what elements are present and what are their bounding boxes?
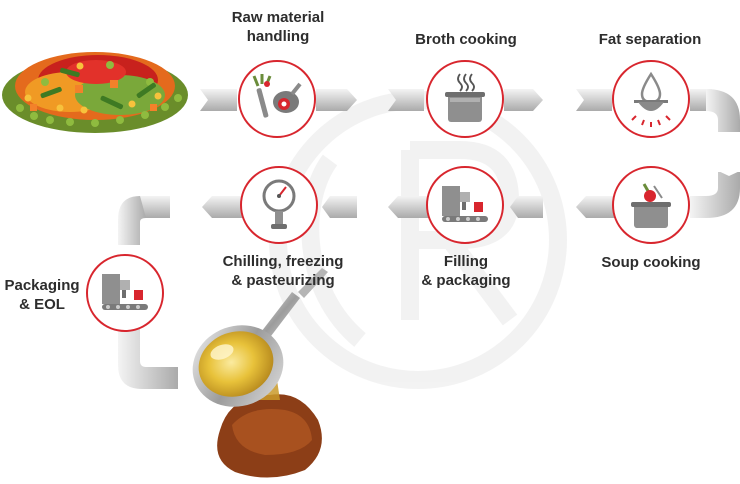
step-label-soup-cooking: Soup cooking (584, 253, 718, 272)
step-label-line: Filling (443, 253, 489, 270)
separator-droplet-icon (631, 71, 671, 127)
step-label-raw-material: Raw material handling (214, 8, 342, 46)
step-label-line: Raw material (231, 9, 325, 26)
step-label-line: & EOL (19, 296, 65, 313)
step-label-packaging-eol: Packaging & EOL (0, 276, 84, 314)
oil-ladle-photo (192, 268, 328, 478)
step-fat-separation-circle (612, 60, 690, 138)
meat-vegetable-icon (252, 74, 302, 118)
step-label-line: handling (246, 28, 310, 45)
arrows-row-1 (200, 89, 712, 111)
step-label-fat-separation: Fat separation (582, 30, 718, 49)
watermark-logo (269, 91, 567, 389)
step-label-chilling: Chilling, freezing & pasteurizing (206, 252, 360, 290)
step-label-line: & packaging (421, 272, 511, 289)
step-label-line: Broth cooking (415, 31, 517, 48)
step-chilling-circle (240, 166, 318, 244)
packaging-line-icon (102, 274, 148, 310)
step-packaging-eol-circle (86, 254, 164, 332)
step-raw-material-circle (238, 60, 316, 138)
step-label-line: Chilling, freezing (222, 253, 344, 270)
step-soup-cooking-circle (612, 166, 690, 244)
step-filling-circle (426, 166, 504, 244)
connector-left (118, 196, 178, 389)
step-label-line: Fat separation (598, 31, 702, 48)
pressure-gauge-icon (262, 179, 296, 229)
pot-ingredients-icon (631, 183, 671, 228)
vegetables-photo (2, 52, 188, 133)
step-label-line: Packaging (4, 277, 80, 294)
step-label-line: & pasteurizing (231, 272, 335, 289)
cooking-pot-icon (445, 73, 485, 122)
connector-right (690, 89, 740, 218)
step-label-line: Soup cooking (601, 254, 701, 271)
step-label-filling: Filling & packaging (404, 252, 528, 290)
step-label-broth-cooking: Broth cooking (400, 30, 532, 49)
filling-machine-icon (442, 186, 488, 222)
step-broth-cooking-circle (426, 60, 504, 138)
